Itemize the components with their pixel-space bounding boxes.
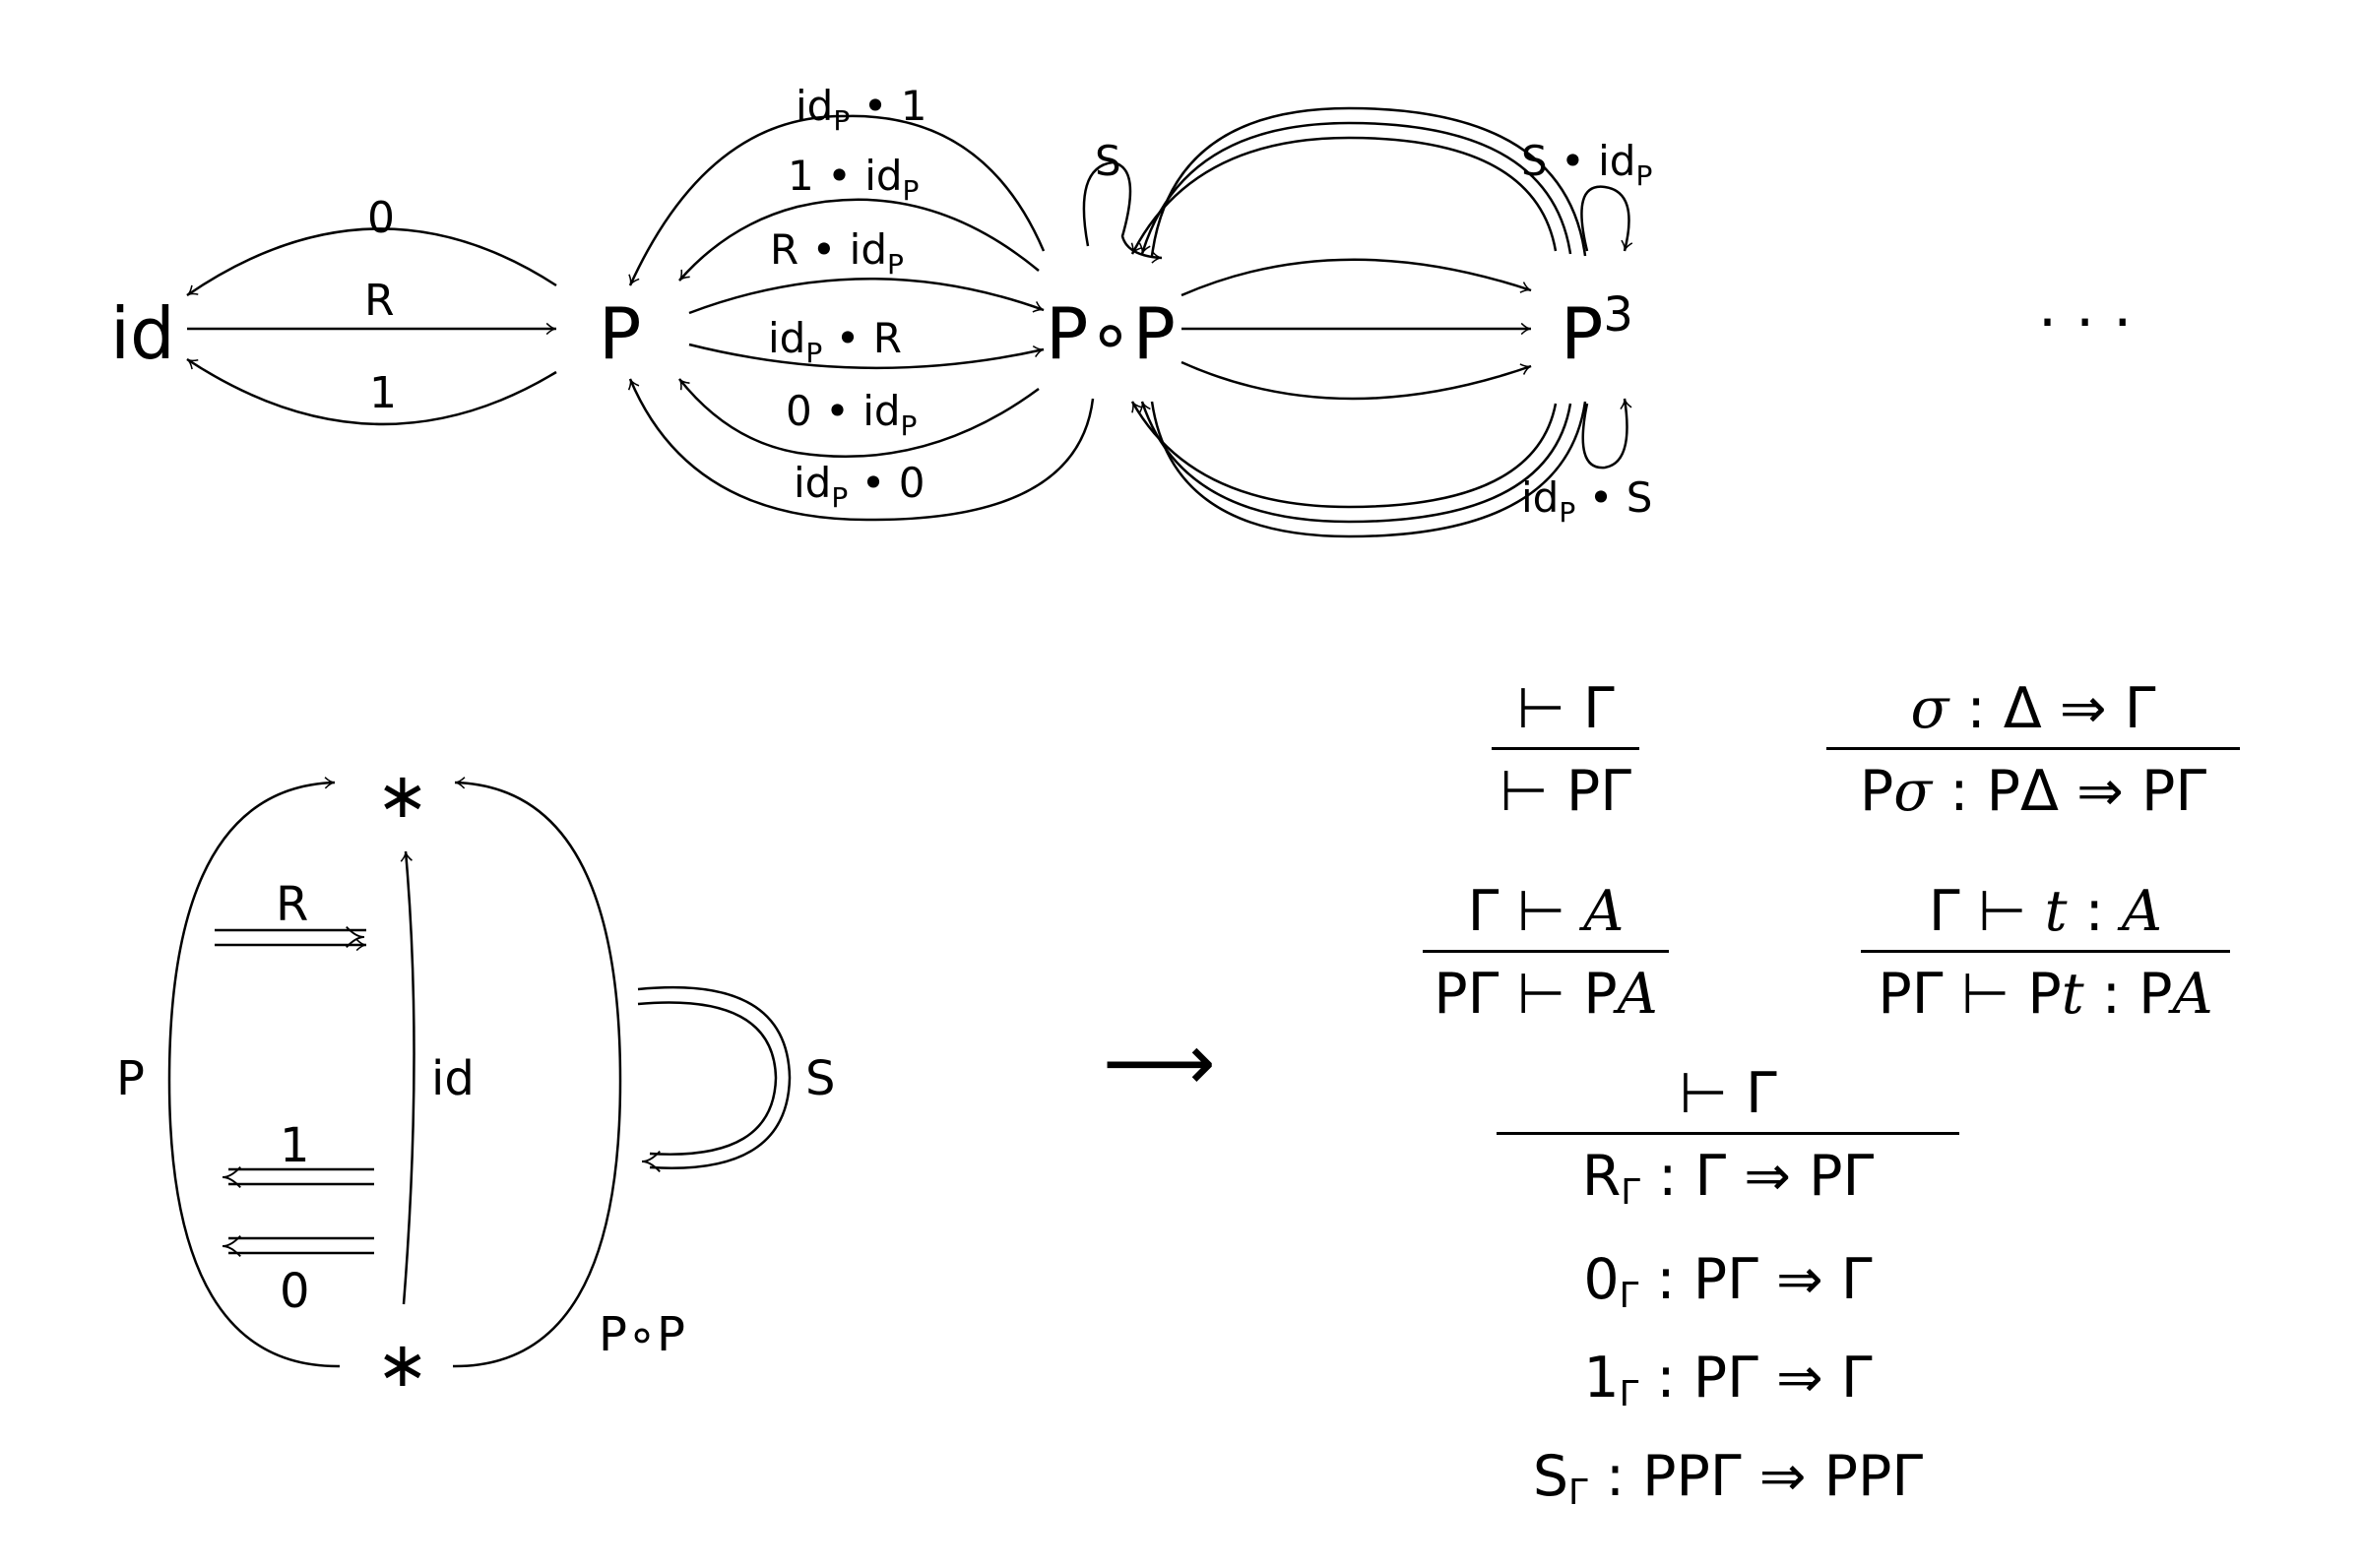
arrow-pop-p3-lower [1180, 360, 1532, 401]
rule-2-conclusion: Pσ : PΔ ⇒ PΓ [1826, 747, 2240, 820]
arc-back-top-1 [1130, 136, 1558, 255]
node-pop: P∘P [1046, 292, 1176, 375]
loop-s-inner [637, 1001, 778, 1156]
arrow-r-idp [688, 278, 1045, 315]
top-diagram [186, 106, 1633, 538]
label-0-bottom: 0 [280, 1264, 310, 1319]
arrow-zero [186, 227, 557, 297]
arc-pop [452, 777, 622, 1368]
loop-idp-s [1581, 398, 1632, 470]
arrow-1-idp [678, 198, 1040, 282]
label-1-bottom: 1 [280, 1118, 310, 1173]
label-1-idp: 1 • idP [788, 152, 919, 207]
label-p-bottom: P [116, 1051, 145, 1106]
label-r-bottom: R [276, 877, 308, 932]
arc-p [167, 777, 341, 1368]
def-s: SΓ : PPΓ ⇒ PPΓ [1532, 1444, 1924, 1513]
def-one: 1Γ : PΓ ⇒ Γ [1583, 1346, 1873, 1414]
mapping-arrow: ⟶ [1103, 1017, 1216, 1108]
label-idp-s: idP • S [1521, 473, 1652, 529]
label-pop-bottom: P∘P [599, 1307, 685, 1362]
rule-3-premise: Γ ⊢ A [1467, 879, 1625, 944]
arc-back-bottom-2 [1139, 401, 1572, 524]
arrow-one [186, 357, 557, 426]
node-p: P [599, 292, 641, 375]
rule-4-conclusion: PΓ ⊢ Pt : PA [1861, 950, 2230, 1023]
rule-4-premise: Γ ⊢ t : A [1928, 879, 2163, 944]
label-idp-1: idP • 1 [796, 82, 926, 137]
arc-back-top-3 [1150, 106, 1587, 257]
node-id: id [110, 292, 175, 375]
loop-s-outer [637, 985, 792, 1169]
label-r-idp: R • idP [770, 225, 904, 281]
rule-p-term: Γ ⊢ t : A PΓ ⊢ Pt : PA [1861, 884, 2230, 1023]
rule-5-conclusion-r: RΓ : Γ ⇒ PΓ [1497, 1132, 1959, 1210]
rule-p-type: Γ ⊢ A PΓ ⊢ PA [1423, 884, 1669, 1023]
node-dots: · · · [2038, 288, 2132, 357]
label-id-bottom: id [431, 1051, 475, 1106]
def-zero: 0Γ : PΓ ⇒ Γ [1583, 1247, 1873, 1316]
label-r: R [364, 276, 395, 326]
node-p3: P3 [1561, 287, 1633, 375]
loop-s-idp [1580, 185, 1633, 252]
rule-p-substitution: σ : Δ ⇒ Γ Pσ : PΔ ⇒ PΓ [1826, 681, 2240, 820]
label-s-bottom: S [805, 1051, 835, 1106]
label-idp-0: idP • 0 [794, 459, 925, 514]
rule-3-conclusion: PΓ ⊢ PA [1423, 950, 1669, 1023]
arrow-idp-r [688, 343, 1045, 370]
rule-1-premise: ⊢ Γ [1516, 676, 1615, 741]
label-0-idp: 0 • idP [786, 387, 917, 442]
arc-back-bottom-1 [1130, 401, 1558, 509]
rule-5-premise: ⊢ Γ [1679, 1061, 1777, 1126]
rule-1-conclusion: ⊢ PΓ [1492, 747, 1639, 820]
arrow-pop-p3-upper [1180, 258, 1532, 297]
arrow-idp-1 [628, 114, 1046, 286]
label-zero: 0 [367, 193, 395, 243]
arc-back-top-2 [1138, 121, 1572, 255]
rule-2-premise: σ : Δ ⇒ Γ [1910, 676, 2156, 741]
star-top: ∗ [376, 760, 429, 833]
label-idp-r: idP • R [768, 314, 902, 369]
arrow-0-idp [678, 378, 1040, 459]
arc-back-bottom-3 [1150, 401, 1587, 538]
arrow-id [400, 850, 415, 1305]
star-bottom: ∗ [376, 1329, 429, 1402]
label-one: 1 [369, 368, 397, 418]
arrow-idp-0 [627, 378, 1095, 522]
bottom-diagram [167, 777, 792, 1368]
rule-p-context: ⊢ Γ ⊢ PΓ [1492, 681, 1639, 820]
inference-rules: ⊢ Γ ⊢ PΓ σ : Δ ⇒ Γ Pσ : PΔ ⇒ PΓ Γ ⊢ A PΓ… [1369, 669, 2255, 1536]
label-s-idp: S • idP [1521, 137, 1652, 192]
label-s-top: S [1095, 137, 1121, 185]
rule-structure: ⊢ Γ RΓ : Γ ⇒ PΓ [1497, 1066, 1959, 1210]
